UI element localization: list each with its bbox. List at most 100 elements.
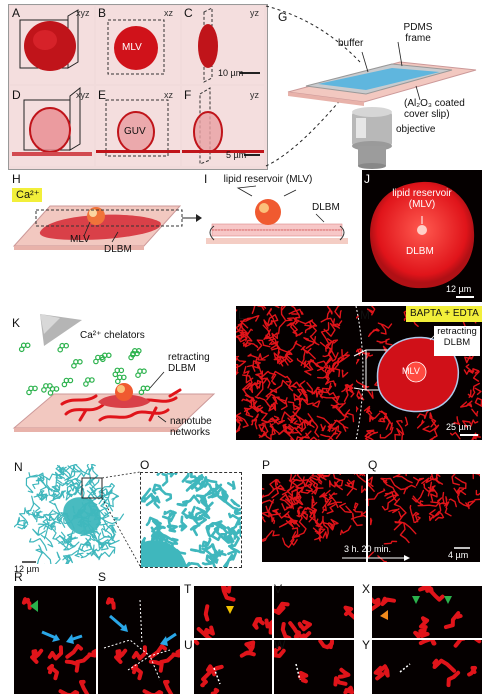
nanotube-segment [254,396,271,408]
nanotube-segment [446,670,461,688]
panel-n-core [63,497,101,535]
panel-label-e: E [98,88,107,102]
nanotube-segment [431,491,445,519]
panel-n-scale-text: 12 µm [14,564,40,574]
nanotube-segment [419,616,430,630]
nanotube-segment [47,663,59,681]
panel-label-d: D [12,88,21,102]
chelator-molecule [136,347,142,354]
nanotube-segment [33,493,49,502]
nanotube-segment [163,679,174,694]
nanotube-segment [258,424,266,438]
nanotube-segment [227,552,237,562]
nanotube-segment [288,495,297,506]
nanotube-segment [393,498,407,518]
nanotube-segment [293,421,303,436]
nanotube-segment [327,500,343,506]
nanotube-segment [329,480,340,488]
nanotube-segment [269,423,294,435]
panel-u-network [194,640,256,694]
nanotube-segment [474,489,480,501]
nanotube-segment [377,555,387,562]
nanotube-segment [465,364,475,373]
nanotube-segment [324,353,333,366]
panel-b-mlv-text: MLV [122,42,142,53]
nanotube-segment [287,401,300,411]
nanotube-segment [246,360,262,374]
nanotube-segment [297,670,309,684]
panel-m-retracting-box [434,326,480,356]
nanotube-segment [328,367,341,378]
chelator-molecule [71,362,77,369]
nanotube-segment [352,512,363,527]
nanotube-segment [470,419,479,427]
nanotube-segment [149,644,167,659]
nanotube-segment [293,393,302,402]
nanotube-segment [453,640,466,648]
nanotube-segment [282,531,297,549]
nanotube-segment [251,306,256,314]
panel-g-objective-label: objective [396,124,436,135]
nanotube-segment [362,386,374,399]
nanotube-segment [356,379,369,388]
nanotube-segment [210,529,228,542]
nanotube-segment [341,369,349,378]
nanotube-segment [293,491,304,506]
nanotube-segment [272,484,286,492]
nanotube-segment [24,508,35,516]
nanotube-segment [285,340,302,355]
nanotube-segment [236,317,252,329]
nanotube-segment [449,431,461,440]
nanotube-segment [391,388,405,393]
nanotube-segment [398,515,417,535]
nanotube-segment [353,474,366,477]
nanotube-segment [190,473,205,482]
nanotube-segment [262,515,266,523]
nanotube-segment [189,510,208,531]
nanotube-segment [304,325,317,345]
panel-label-c: C [184,6,193,20]
nanotube-segment [292,478,313,485]
nanotube-segment [352,498,366,516]
nanotube-segment [403,484,416,495]
nanotube-segment [388,508,400,514]
nanotube-segment [326,503,336,515]
chelator-molecule [130,351,136,358]
nanotube-segment [244,335,253,348]
nanotube-segment [58,689,80,694]
nanotube-segment [227,480,236,490]
panel-s-network [105,597,180,694]
panel-v-image [274,586,354,638]
nanotube-segment [35,511,45,519]
nanotube-segment [411,489,425,503]
nanotube-segment [205,483,214,496]
nanotube-segment [303,337,320,346]
nanotube-segment [284,350,294,363]
panel-q-scale-text: 4 µm [448,550,469,560]
nanotube-segment [281,485,299,497]
nanotube-segment [47,645,64,661]
nanotube-segment [297,416,312,433]
nanotube-segment [236,363,239,376]
nanotube-segment [393,521,403,531]
chelator-molecule [138,389,145,396]
nanotube-segment [84,537,92,547]
panel-label-r: R [14,570,23,584]
nanotube-segment [269,423,276,435]
panel-e-svg [96,99,180,157]
nanotube-segment [233,507,241,516]
nanotube-segment [467,500,476,510]
panel-g-coverslip-label: (Al₂O₃ coated cover slip) [404,98,465,120]
nanotube-segment [242,374,253,390]
nanotube-segment [312,527,326,535]
chelator-molecule [32,385,38,392]
nanotube-segment [368,481,374,487]
nanotube-segment [203,543,224,559]
panel-g-pdms-label: PDMS frame [403,22,433,44]
nanotube-segment [209,557,219,564]
panel-label-w: W [274,638,286,652]
nanotube-segment [64,659,80,673]
panel-s-image [98,586,180,694]
nanotube-segment [156,473,173,476]
nanotube-segment [297,619,312,632]
